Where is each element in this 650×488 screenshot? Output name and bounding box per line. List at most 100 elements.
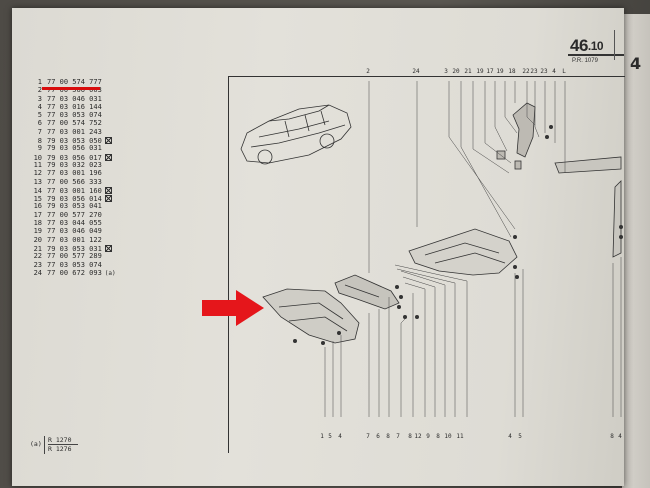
parts-row: 12 77 03 001 196 — [30, 169, 116, 177]
legend-row: R 1276 — [48, 445, 72, 453]
part-number: 19 — [33, 227, 42, 236]
part-code: 77 03 016 144 — [47, 102, 102, 111]
part-number: 21 — [33, 244, 42, 253]
mounting-bracket — [496, 102, 536, 170]
crossmember — [334, 274, 400, 310]
part-code: 77 00 577 270 — [47, 210, 102, 219]
part-code: 77 00 574 752 — [47, 119, 102, 128]
leader-lines — [324, 81, 622, 417]
part-number: 17 — [33, 210, 42, 219]
callout-number: 7 — [396, 433, 400, 440]
crossed-box-icon — [104, 186, 112, 194]
crossed-box-icon — [104, 195, 112, 203]
part-number: 23 — [33, 260, 42, 269]
part-code: 77 00 566 333 — [47, 177, 102, 186]
callout-number: 21 — [464, 68, 472, 75]
part-code: 79 03 056 017 — [47, 153, 102, 162]
callout-number: 1 — [320, 433, 324, 440]
parts-row: 13 77 00 566 333 — [30, 178, 116, 186]
part-number: 12 — [33, 169, 42, 178]
parts-row: 21 79 03 053 031 — [30, 244, 116, 253]
part-code: 77 03 044 055 — [47, 219, 102, 228]
part-code: 77 03 001 243 — [47, 127, 102, 136]
callout-number: 4 — [618, 433, 622, 440]
parts-row: 19 77 03 046 049 — [30, 227, 116, 235]
callout-number: 18 — [508, 68, 516, 75]
callout-number: 3 — [444, 68, 448, 75]
part-number: 4 — [37, 102, 42, 111]
callout-number: 4 — [552, 68, 556, 75]
callout-number: 20 — [452, 68, 460, 75]
part-number: 8 — [37, 137, 42, 146]
part-number: 9 — [37, 144, 42, 153]
parts-row: 18 77 03 044 055 — [30, 219, 116, 227]
part-note: (a) — [104, 269, 116, 277]
callout-number: 6 — [376, 433, 380, 440]
callout-number: 9 — [426, 433, 430, 440]
part-number: 10 — [33, 153, 42, 162]
part-code: 77 03 001 122 — [47, 235, 102, 244]
callout-number: 2 — [366, 68, 370, 75]
crossed-box-icon — [104, 137, 112, 145]
parts-row: 7 77 03 001 243 — [30, 128, 116, 136]
part-number: 7 — [37, 127, 42, 136]
callout-number: 10 — [444, 433, 452, 440]
part-number: 24 — [33, 268, 42, 277]
parts-row: 16 79 03 053 041 — [30, 202, 116, 210]
part-code: 77 00 566 003 — [47, 86, 102, 95]
part-code: 77 03 046 031 — [47, 94, 102, 103]
callout-number: 11 — [456, 433, 464, 440]
parts-row: 9 79 03 056 031 — [30, 144, 116, 152]
parts-row: 11 79 03 032 023 — [30, 161, 116, 169]
part-number: 14 — [33, 186, 42, 195]
legend-row: R 1270 — [48, 436, 78, 445]
part-number: 5 — [37, 111, 42, 120]
callout-number: 23 — [530, 68, 538, 75]
highlight-underline — [42, 87, 100, 90]
side-rail — [554, 156, 622, 174]
callout-number: 5 — [328, 433, 332, 440]
part-code: 79 03 056 031 — [47, 144, 102, 153]
adjacent-page-number: 4 — [630, 54, 642, 73]
crossed-box-icon — [104, 153, 112, 161]
adjacent-page: 4 — [622, 14, 650, 488]
diagram-drawing — [240, 81, 623, 417]
part-number: 11 — [33, 160, 42, 169]
part-code: 77 00 577 289 — [47, 252, 102, 261]
part-number: 15 — [33, 195, 42, 204]
parts-row: 22 77 00 577 289 — [30, 252, 116, 260]
callout-number: L — [562, 68, 566, 75]
part-code: 77 03 046 049 — [47, 227, 102, 236]
part-number: 22 — [33, 252, 42, 261]
part-number: 20 — [33, 235, 42, 244]
catalog-page: 46.10 P.R. 1079 — [12, 8, 624, 486]
rear-undertray — [408, 228, 518, 276]
part-number: 6 — [37, 119, 42, 128]
callout-number: 8 — [408, 433, 412, 440]
part-code: 79 03 053 041 — [47, 202, 102, 211]
crossed-box-icon — [104, 244, 112, 252]
part-number: 18 — [33, 219, 42, 228]
header-rule — [568, 54, 624, 56]
parts-row: 6 77 00 574 752 — [30, 119, 116, 127]
callout-number: 8 — [386, 433, 390, 440]
part-code: 77 03 001 196 — [47, 169, 102, 178]
part-code: 79 03 056 014 — [47, 195, 102, 204]
part-code: 77 00 574 777 — [47, 78, 102, 86]
part-number: 16 — [33, 202, 42, 211]
part-code: 79 03 053 031 — [47, 244, 102, 253]
legend-box: R 1270 R 1276 — [44, 436, 78, 454]
callout-number: 7 — [366, 433, 370, 440]
part-number: 13 — [33, 177, 42, 186]
part-code: 79 03 032 023 — [47, 160, 102, 169]
part-code: 79 03 053 050 — [47, 137, 102, 146]
callout-number: 8 — [610, 433, 614, 440]
callout-number: 17 — [486, 68, 494, 75]
part-code: 77 03 053 074 — [47, 260, 102, 269]
